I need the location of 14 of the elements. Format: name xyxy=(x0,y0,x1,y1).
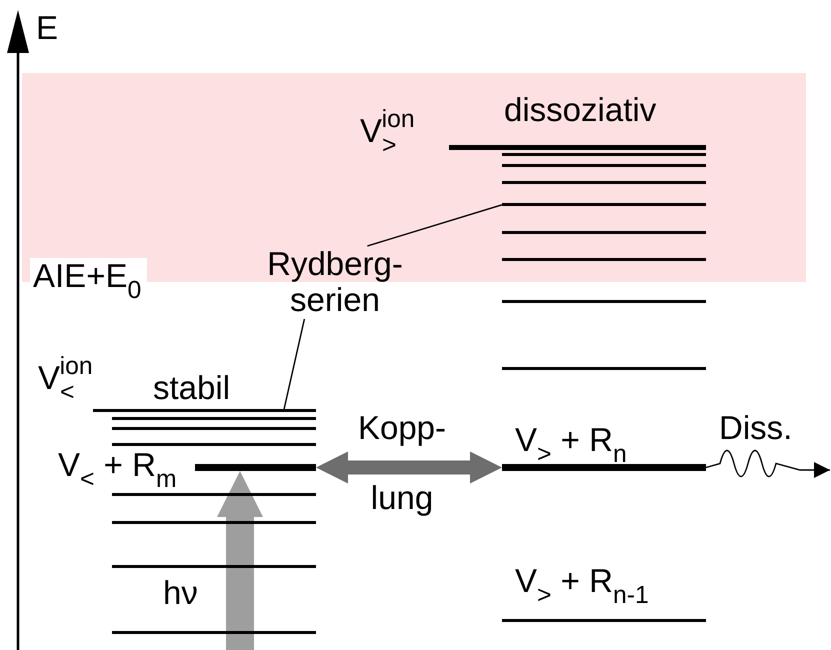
edge-label: Kopp- lung xyxy=(356,408,448,518)
level-label: E xyxy=(36,10,58,46)
level-label: stabil xyxy=(153,370,230,406)
leader-line xyxy=(367,204,502,247)
edge-label: Diss. xyxy=(719,410,792,446)
wavy-arrow xyxy=(706,450,830,478)
series-caption: Rydberg- serien xyxy=(250,246,420,319)
level-label: dissoziativ xyxy=(504,92,656,128)
energy-level-series xyxy=(502,151,706,263)
leader-line xyxy=(283,318,306,410)
energy-level-series xyxy=(93,409,316,447)
energy-level xyxy=(195,464,316,471)
energy-level xyxy=(502,464,706,471)
edge-label: hν xyxy=(163,575,198,612)
